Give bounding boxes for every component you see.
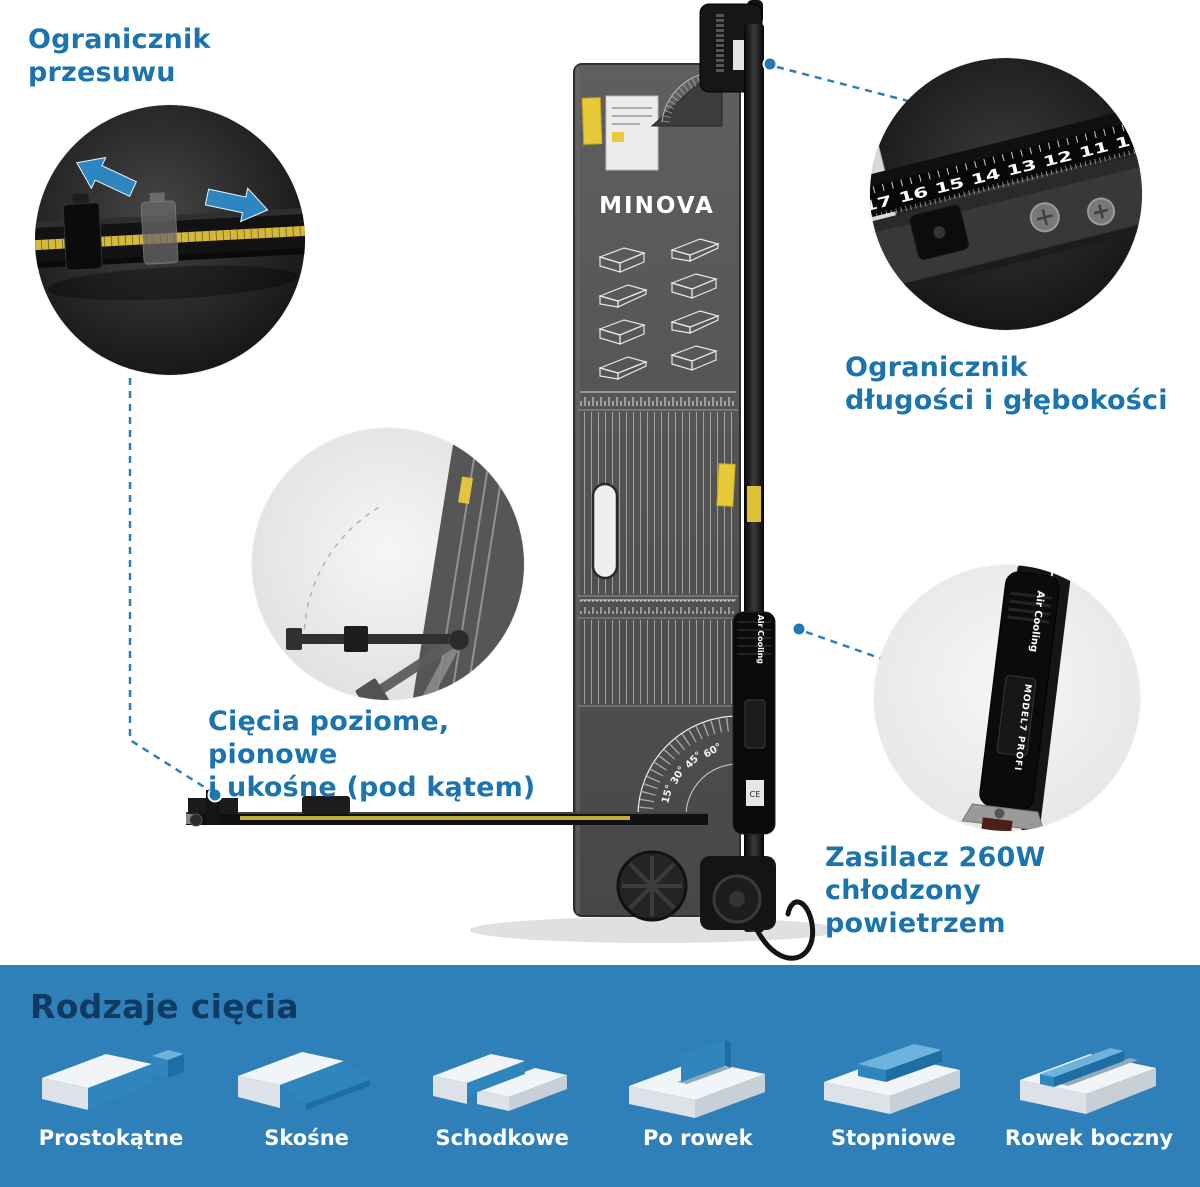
fan-blades: [622, 856, 682, 916]
ce-sticker: [746, 780, 764, 806]
product-photo: MINOVA: [128, 0, 913, 961]
arm-position-30: [316, 634, 463, 700]
cut-types-band: Rodzaje cięcia Prostokątne: [0, 965, 1200, 1187]
inset-power-supply: Air Cooling MODEL7 PROFI: [874, 565, 1140, 831]
inset-slide-stop: [35, 105, 305, 375]
bottom-carriage: [700, 856, 776, 930]
ce-mark: CE: [750, 790, 761, 799]
callout-title-cut-angles: Cięcia poziome, pionowe i ukośne (pod ką…: [208, 706, 536, 803]
cut-label: Schodkowe: [435, 1126, 569, 1150]
cut-label: Stopniowe: [830, 1126, 956, 1150]
power-supply-photo: Air Cooling MODEL7 PROFI: [961, 565, 1073, 831]
ruler-rail-photo: 17 16 15 14 13 12 11 10: [870, 101, 1142, 300]
thumb-screws: [1029, 197, 1116, 233]
connector-slide-stop: [128, 378, 213, 794]
cut-type-rowek-boczny: Rowek boczny: [994, 1036, 1184, 1150]
dot-slide-stop: [207, 787, 223, 803]
arm-position-0: [286, 626, 462, 652]
rail-sticker: [747, 486, 761, 522]
connector-power: [805, 630, 889, 663]
cut-icon-step-piece: [824, 1044, 961, 1114]
callout-title-power: Zasilacz 260W chłodzony powietrzem: [825, 842, 1046, 939]
cut-icon-rectangular: [42, 1050, 184, 1110]
brand-logo: MINOVA: [599, 193, 715, 219]
cut-label: Skośne: [264, 1126, 349, 1150]
inset-cut-angles: [252, 428, 524, 700]
wire-slots-lower: [582, 620, 734, 704]
dot-length-stop: [762, 56, 778, 72]
cut-icon-groove-fin: [628, 1040, 765, 1118]
board-ruler-top: [580, 391, 736, 406]
cut-label: Rowek boczny: [1004, 1126, 1174, 1150]
depth-stop-knob: [909, 204, 970, 261]
inset-length-stop: 17 16 15 14 13 12 11 10: [870, 58, 1142, 330]
cut-type-stopniowe: Stopniowe: [798, 1036, 988, 1150]
slide-stop-ghost: [140, 192, 179, 265]
connector-length-stop: [776, 65, 913, 104]
cut-type-schodkowe: Schodkowe: [407, 1036, 597, 1150]
air-cooling-label: Air Cooling: [756, 615, 765, 665]
cut-type-prostokatne: Prostokątne: [16, 1036, 206, 1150]
cut-types-row: Prostokątne Skośne: [0, 1026, 1200, 1150]
slide-stop-block: [62, 193, 103, 271]
cut-label: Po rowek: [643, 1126, 753, 1150]
handle-slot: [591, 482, 619, 580]
arm-pivot: [448, 629, 470, 651]
hero-section: MINOVA: [28, 0, 1168, 961]
warning-sticker: [581, 97, 603, 145]
cut-type-po-rowek: Po rowek: [603, 1036, 793, 1150]
callout-title-slide-stop: Ogranicznik przesuwu: [28, 24, 211, 88]
board-edge-sticker: [716, 463, 736, 507]
cut-label: Prostokątne: [38, 1126, 184, 1150]
cut-icon-stepped: [433, 1054, 568, 1111]
callout-title-length-stop: Ogranicznik długości i głębokości: [845, 352, 1168, 416]
power-cord: [753, 899, 816, 961]
board-ruler-bottom: [580, 599, 736, 614]
callout-dots: [207, 56, 807, 803]
arm-position-60: [376, 635, 464, 700]
cut-types-title: Rodzaje cięcia: [30, 987, 299, 1026]
callout-connectors: [128, 65, 913, 794]
rail-stop-block: [302, 796, 350, 814]
dot-power: [791, 621, 807, 637]
spec-sticker: [605, 95, 659, 171]
cut-icon-side-groove: [1019, 1048, 1156, 1114]
cut-type-skosne: Skośne: [212, 1036, 402, 1150]
horizontal-rail: [186, 796, 708, 825]
angle-label-15: 15°: [660, 784, 676, 805]
swing-arc: [303, 505, 382, 641]
cut-icon-bevel: [237, 1052, 370, 1110]
power-unit: Air Cooling CE: [732, 611, 776, 835]
machine-board: MINOVA: [573, 60, 741, 917]
